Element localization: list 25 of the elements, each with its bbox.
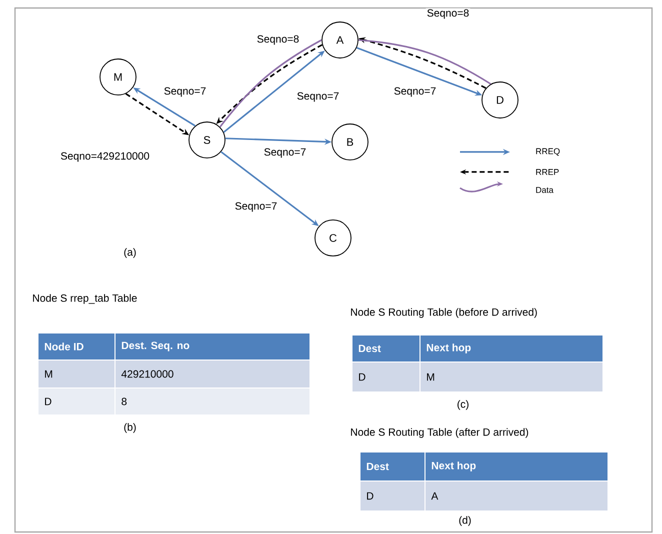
panel-label: (a) [124, 248, 136, 258]
header-cell: Dest [352, 334, 420, 362]
legend-label: Data [536, 187, 554, 193]
edge-label: Seqno=7 [262, 147, 308, 159]
table-cell: D [360, 480, 426, 512]
table-title: Node S Routing Table (after D arrived) [351, 428, 528, 438]
panel-label: (b) [124, 423, 136, 433]
edge-label: Seqno=429210000 [59, 151, 151, 163]
edge-label: Seqno=7 [296, 91, 340, 103]
edge-label: Seqno=8 [426, 8, 470, 20]
table-cell: D [38, 387, 116, 416]
edge-label: Seqno=7 [162, 86, 208, 98]
edge-label: Seqno=8 [256, 34, 300, 46]
panel-label: (c) [458, 400, 468, 410]
edge-label: Seqno=7 [392, 86, 438, 98]
legend-label: RREP [536, 169, 559, 175]
table-cell: M [38, 359, 116, 388]
edge-label: Seqno=7 [234, 201, 278, 213]
table-title: Node S Routing Table (before D arrived) [351, 308, 537, 318]
table-cell: D [352, 361, 420, 392]
panel-label: (d) [459, 516, 471, 526]
header-cell: Node ID [38, 332, 116, 360]
legend-label: RREQ [536, 148, 560, 156]
table-title: Node S rrep_tab Table [33, 294, 137, 304]
header-cell: Dest [360, 451, 426, 482]
